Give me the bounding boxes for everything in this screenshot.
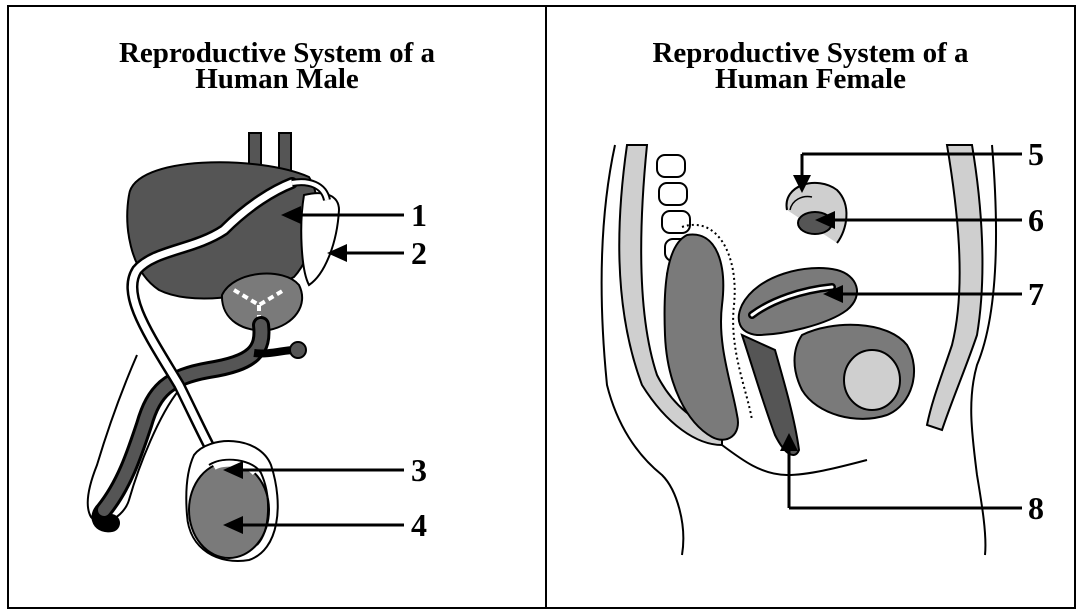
seminal-vesicle-shape — [301, 193, 339, 285]
label-3: 3 — [411, 452, 427, 488]
label-5: 5 — [1028, 136, 1044, 172]
female-panel: Reproductive System of a Human Female — [547, 5, 1074, 609]
abdominal-wall-band — [927, 145, 982, 430]
male-panel: Reproductive System of a Human Male — [9, 5, 545, 609]
bulbourethral-duct — [254, 350, 294, 353]
label-7: 7 — [1028, 276, 1044, 312]
label-2: 2 — [411, 235, 427, 271]
female-diagram: 5 6 7 8 — [547, 5, 1074, 609]
label-4: 4 — [411, 507, 427, 543]
label-1: 1 — [411, 197, 427, 233]
male-diagram: 1 2 3 4 — [9, 5, 545, 609]
label-8: 8 — [1028, 490, 1044, 526]
bulbourethral-gland — [290, 342, 306, 358]
pubic-bone — [844, 350, 900, 410]
label-6: 6 — [1028, 202, 1044, 238]
